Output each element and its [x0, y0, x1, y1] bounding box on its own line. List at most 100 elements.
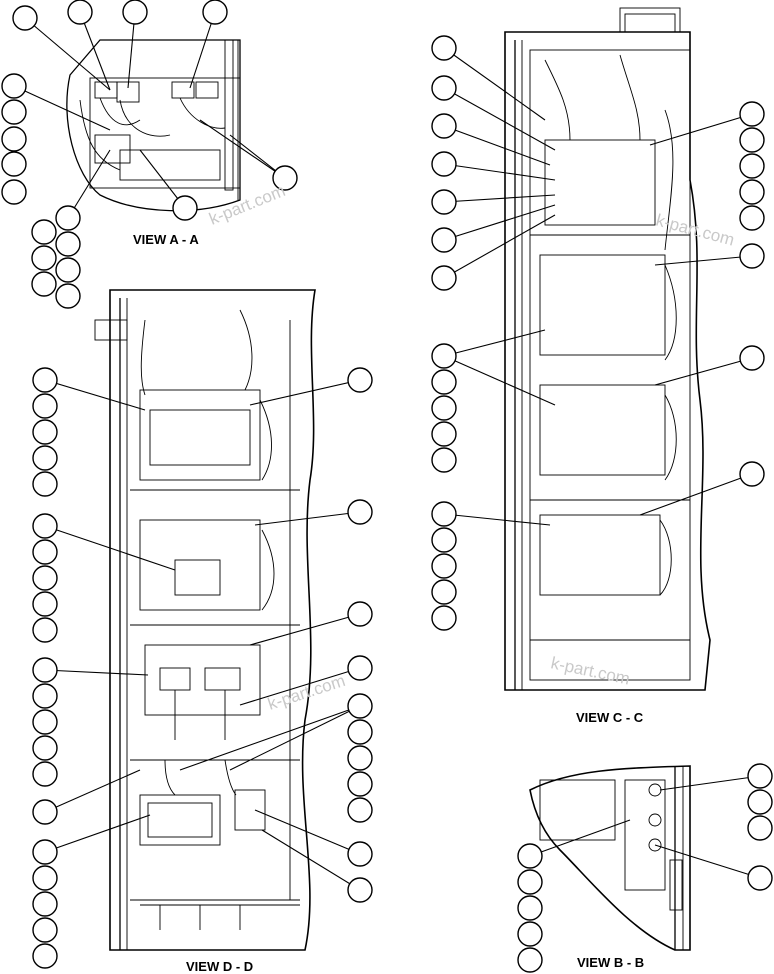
view-d-d-drawing [94, 289, 316, 951]
callout-balloon [31, 271, 57, 297]
leader-line [654, 255, 753, 266]
callout-balloon [747, 789, 773, 815]
leader-line [229, 705, 361, 771]
callout-balloon [431, 447, 457, 473]
view-b-b-caption: VIEW B - B [577, 955, 644, 970]
leader-line [659, 775, 761, 791]
leader-line [654, 844, 761, 879]
callout-balloon [122, 0, 148, 25]
callout-balloon [347, 655, 373, 681]
callout-balloon [431, 151, 457, 177]
callout-balloon [517, 843, 543, 869]
callout-balloon [32, 565, 58, 591]
callout-balloon [431, 421, 457, 447]
callout-balloon [12, 5, 38, 31]
callout-balloon [32, 419, 58, 445]
leader-line [443, 513, 551, 526]
callout-balloon [431, 369, 457, 395]
callout-balloon [517, 947, 543, 973]
callout-balloon [32, 617, 58, 643]
leader-line [654, 357, 753, 386]
callout-balloon [431, 35, 457, 61]
callout-balloon [347, 877, 373, 903]
callout-balloon [32, 865, 58, 891]
callout-balloon [31, 219, 57, 245]
leader-line [443, 87, 556, 151]
leader-line [13, 85, 111, 131]
leader-lines [13, 11, 761, 891]
leader-line [44, 669, 149, 676]
leader-line [44, 379, 146, 411]
callout-balloon [32, 683, 58, 709]
callout-balloon [32, 735, 58, 761]
callout-balloon [747, 763, 773, 789]
callout-balloon [347, 719, 373, 745]
callout-balloon [67, 0, 93, 25]
callout-balloon [32, 761, 58, 787]
leader-line [24, 17, 111, 91]
view-b-b-drawing [529, 765, 691, 951]
view-d-d-caption: VIEW D - D [186, 959, 253, 974]
callout-balloon [347, 601, 373, 627]
leader-line [649, 113, 753, 146]
callout-balloon [55, 283, 81, 309]
callout-balloon [739, 205, 765, 231]
leader-line [249, 613, 361, 646]
callout-balloon [747, 865, 773, 891]
callout-balloon [32, 657, 58, 683]
leader-line [44, 769, 141, 813]
callout-balloon [32, 799, 58, 825]
callout-balloon [347, 797, 373, 823]
view-a-a-drawing [66, 39, 241, 212]
callout-balloon [172, 195, 198, 221]
leader-line [189, 11, 216, 89]
callout-balloon [32, 839, 58, 865]
leader-line [179, 705, 361, 771]
callout-balloon [431, 553, 457, 579]
leader-line [443, 194, 556, 203]
leader-line [443, 125, 551, 166]
callout-balloon [32, 445, 58, 471]
callout-balloon [431, 579, 457, 605]
callout-balloon [32, 891, 58, 917]
callout-balloon [347, 499, 373, 525]
leader-line [199, 119, 286, 179]
callout-balloon [517, 895, 543, 921]
callout-balloon [347, 693, 373, 719]
callout-balloon [347, 367, 373, 393]
callout-balloon [1, 126, 27, 152]
callout-balloon [32, 367, 58, 393]
callout-balloon [32, 393, 58, 419]
callout-balloon [747, 815, 773, 841]
callout-balloon [431, 527, 457, 553]
callout-balloon [739, 345, 765, 371]
leader-line [443, 163, 556, 181]
leader-line [443, 204, 556, 241]
leader-line [249, 379, 361, 406]
callout-balloon [32, 539, 58, 565]
callout-balloon [347, 745, 373, 771]
view-c-c-caption: VIEW C - C [576, 710, 644, 725]
callout-balloon [1, 73, 27, 99]
callout-balloon [739, 461, 765, 487]
callout-balloon [32, 591, 58, 617]
leader-line [443, 355, 556, 406]
leader-line [639, 473, 753, 516]
callout-balloon [431, 501, 457, 527]
leader-line [44, 525, 176, 571]
callout-balloon [1, 151, 27, 177]
leader-line [443, 214, 556, 279]
leader-line [79, 11, 111, 91]
leader-line [529, 819, 631, 857]
callout-balloon [272, 165, 298, 191]
callout-balloon [347, 771, 373, 797]
callout-balloon [32, 943, 58, 969]
callout-balloon [431, 605, 457, 631]
leader-line [261, 829, 361, 891]
callout-balloon [431, 227, 457, 253]
view-a-a-caption: VIEW A - A [133, 232, 199, 247]
callout-balloon [739, 101, 765, 127]
leader-line [254, 511, 361, 526]
leader-line [44, 814, 151, 853]
